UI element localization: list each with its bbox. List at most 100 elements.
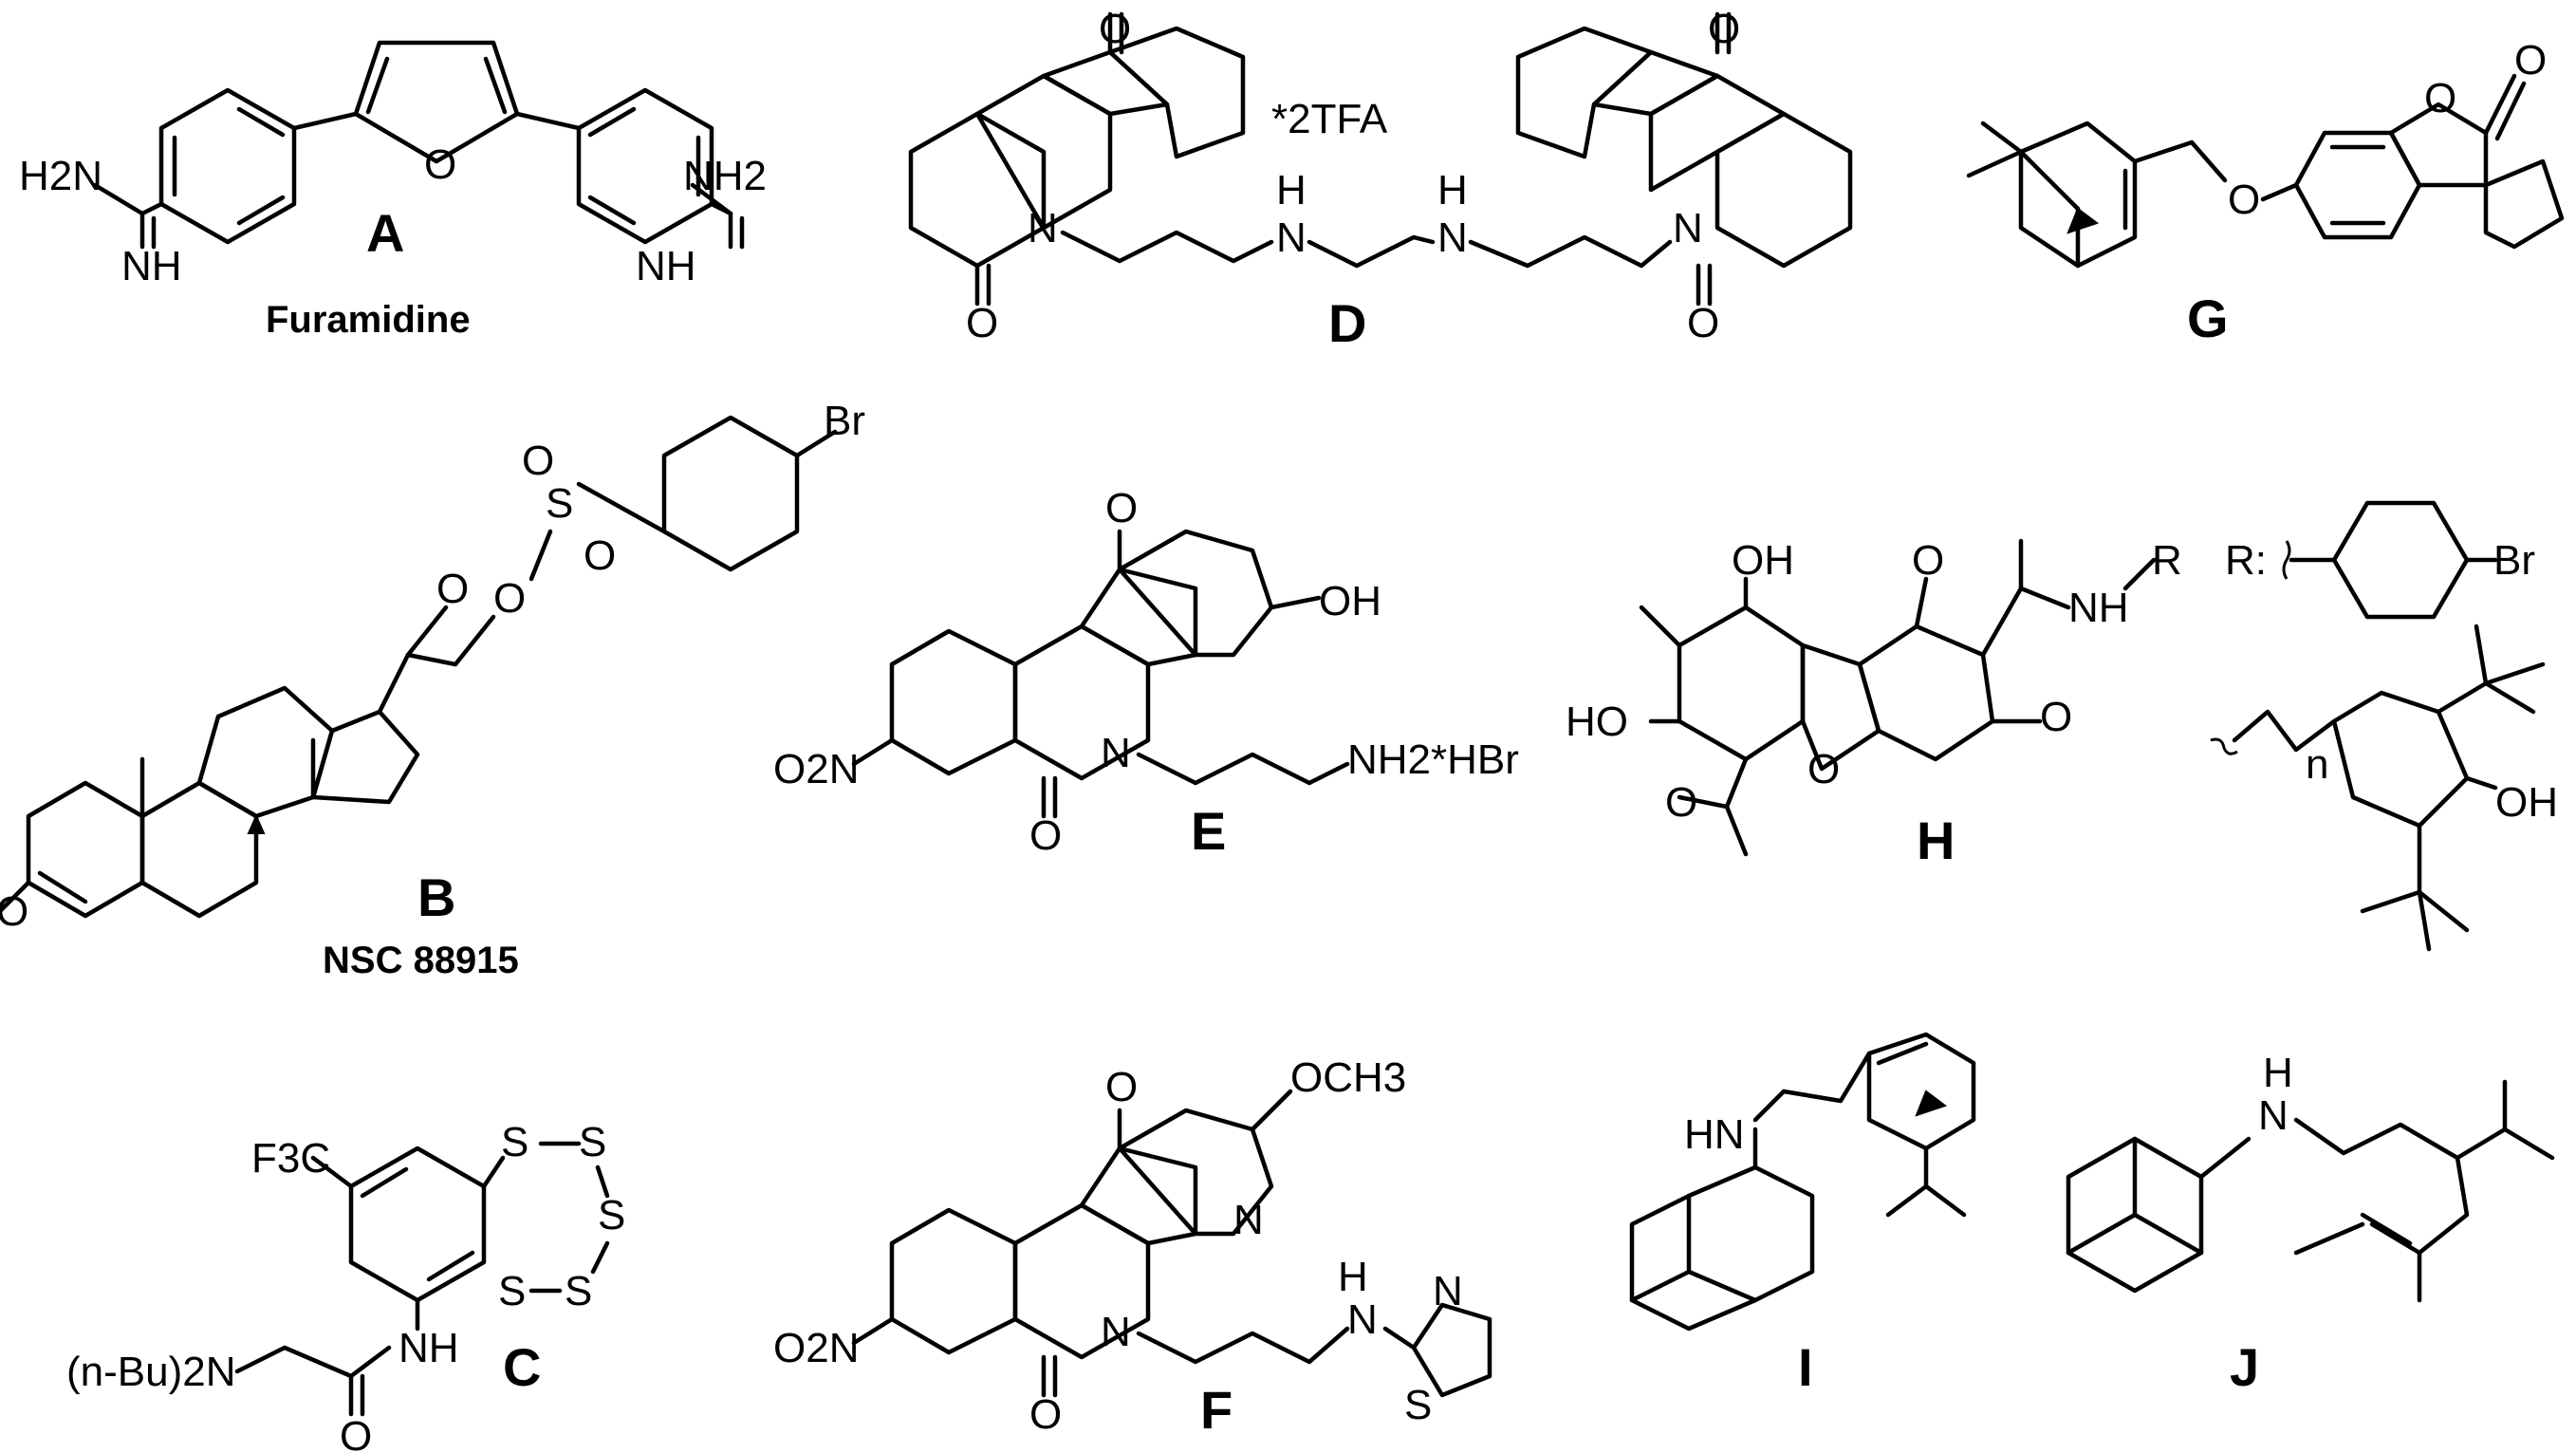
- label-g: G: [2187, 289, 2229, 348]
- d-right-ring4: [1515, 26, 1654, 159]
- c-nh: NH: [398, 1325, 459, 1371]
- c-benzene: [348, 1146, 487, 1303]
- f-n-link: N: [1347, 1296, 1378, 1343]
- f-ring3: [1079, 1146, 1198, 1246]
- f-s: S: [1404, 1382, 1432, 1428]
- i-pinene: [1866, 1032, 1976, 1151]
- a-nh2: NH2: [683, 153, 767, 199]
- f-och3: OCH3: [1290, 1054, 1406, 1101]
- g-cyclopentane: [2483, 158, 2565, 250]
- d-left-ring3: [1041, 49, 1170, 117]
- c-s2: S: [579, 1119, 606, 1165]
- d-n4: N: [1673, 205, 1703, 251]
- d-chain-3: [1468, 234, 1673, 269]
- d-h1: H: [1276, 167, 1307, 214]
- label-a: A: [366, 203, 404, 263]
- label-h: H: [1917, 810, 1955, 870]
- name-furamidine: Furamidine: [266, 299, 471, 341]
- f-thiazoline: [1411, 1302, 1492, 1398]
- d-chain-2: [1307, 234, 1436, 269]
- b-o-s2: O: [584, 532, 616, 579]
- c-s1: S: [501, 1119, 528, 1165]
- h-phenol-ring: [2331, 690, 2470, 829]
- b-o-s1: O: [522, 438, 554, 484]
- a-benzene-left: [158, 87, 297, 245]
- g-pinene: [2018, 121, 2138, 269]
- f-n-core: N: [1101, 1309, 1131, 1355]
- b-benzene: [661, 415, 800, 572]
- a-nh-right: NH: [636, 243, 696, 289]
- h-oh2: HO: [1566, 699, 1628, 745]
- d-salt: *2TFA: [1271, 96, 1388, 142]
- d-o4: O: [1687, 300, 1719, 346]
- label-b: B: [417, 867, 455, 927]
- b-ring-d: [310, 709, 420, 805]
- b-br: Br: [824, 398, 865, 444]
- compound-a: H2N NH2 NH NH O A Furamidine: [19, 40, 767, 341]
- h-o-ring: O: [1807, 746, 1840, 792]
- e-amine: NH2*HBr: [1347, 736, 1519, 783]
- j-n: N: [2258, 1092, 2289, 1139]
- b-s: S: [546, 480, 573, 527]
- h-r-label: R:: [2225, 537, 2267, 584]
- h-o-acetyl: O: [1665, 779, 1697, 826]
- f-chain: [1136, 1326, 1350, 1365]
- label-c: C: [503, 1337, 541, 1397]
- h-o4: O: [2040, 694, 2072, 740]
- c-s5: S: [498, 1268, 526, 1314]
- a-h2n: H2N: [19, 153, 102, 199]
- h-r-benzene: [2331, 500, 2470, 620]
- f-pyridine: [1117, 1108, 1274, 1237]
- e-ring1: [889, 628, 1018, 776]
- d-o1: O: [1099, 6, 1131, 52]
- c-amine: (n-Bu)2N: [66, 1349, 236, 1395]
- e-oh: OH: [1319, 578, 1381, 624]
- e-chain: [1136, 752, 1350, 786]
- d-n3: N: [1437, 214, 1468, 261]
- d-right-ring1: [1714, 111, 1853, 269]
- d-chain-1: [1060, 230, 1274, 264]
- f-ring1: [889, 1207, 1018, 1355]
- f-no2: O2N: [773, 1325, 859, 1371]
- compound-e: O OH O2N O N NH2*HBr E: [773, 485, 1519, 861]
- h-oh3: OH: [2495, 779, 2558, 826]
- b-ring-a: [26, 780, 145, 919]
- j-chain: [2293, 1117, 2555, 1161]
- h-benzene: [1677, 605, 1806, 762]
- a-o: O: [424, 141, 456, 188]
- b-o-ester: O: [493, 575, 526, 622]
- d-h2: H: [1437, 167, 1468, 214]
- compound-g: O O O G: [1966, 37, 2565, 348]
- e-ring3: [1079, 567, 1198, 667]
- h-furan: [1800, 643, 1881, 772]
- f-n-thz: N: [1433, 1268, 1463, 1314]
- d-left-ring4: [1107, 26, 1246, 159]
- h-cyclohexenone: [1857, 624, 1995, 762]
- h-o3: O: [1912, 537, 1944, 584]
- d-left-ring2: [974, 73, 1113, 231]
- d-o3: O: [1708, 6, 1740, 52]
- label-f: F: [1200, 1380, 1232, 1440]
- e-n: N: [1101, 730, 1131, 776]
- i-hn: HN: [1684, 1111, 1745, 1158]
- compound-f: O OCH3 N O2N O N H N N S F: [773, 1054, 1492, 1440]
- g-o-ring: O: [2424, 75, 2456, 121]
- label-d: D: [1328, 293, 1366, 353]
- e-o1: O: [1105, 485, 1138, 531]
- compound-c: F3C S S S S S NH O (n-Bu)2N C: [66, 1119, 625, 1453]
- compound-d: O O N N H N H N O O *2TFA D: [908, 6, 1853, 353]
- compound-i: HN I: [1629, 1032, 1976, 1397]
- i-adamantane-1: [1686, 1164, 1815, 1303]
- d-o2: O: [966, 300, 998, 346]
- compound-j: N H J: [2066, 1050, 2555, 1397]
- f-o2: O: [1029, 1391, 1062, 1438]
- h-n: n: [2306, 741, 2328, 788]
- compound-b: O O O S O O Br B NSC 88915: [0, 398, 865, 981]
- h-oh1: OH: [1732, 537, 1794, 584]
- name-nsc: NSC 88915: [323, 940, 519, 981]
- g-o-ether: O: [2228, 177, 2260, 223]
- a-furan: [353, 40, 520, 164]
- e-no2: O2N: [773, 746, 859, 792]
- label-e: E: [1191, 801, 1226, 861]
